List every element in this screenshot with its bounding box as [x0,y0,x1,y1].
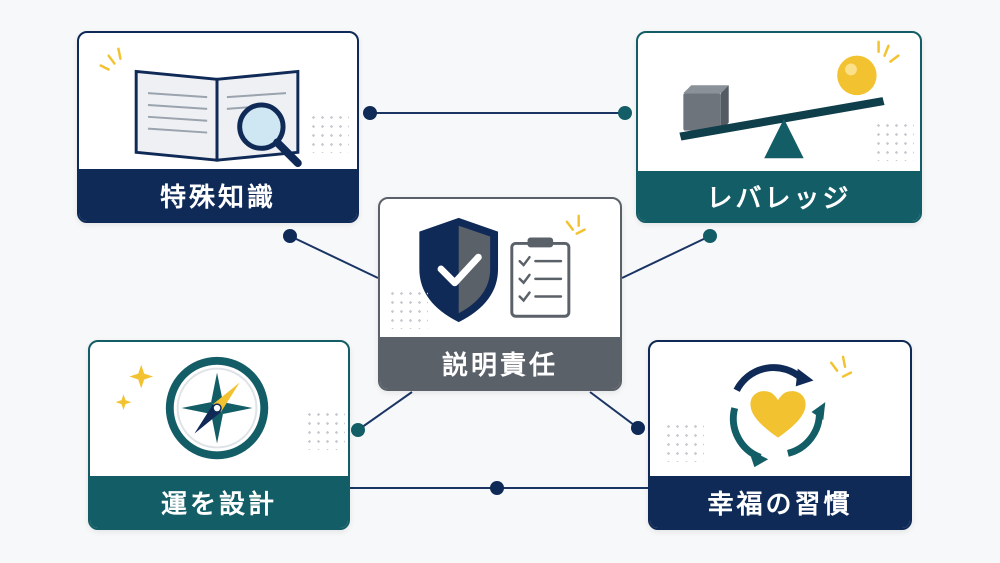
book-magnifier-icon [99,47,302,168]
connector-dot [351,423,365,437]
connector-dot [283,229,297,243]
decorative-dots [874,121,914,161]
connector-expertise-accountability [289,235,379,279]
seesaw-balance-icon [679,40,900,159]
connector-dot [363,106,377,120]
node-label: 幸福の習慣 [650,476,910,528]
connector-dot [703,229,717,243]
decorative-dots [388,289,428,329]
decorative-dots [305,410,345,450]
node-label: 特殊知識 [79,169,357,221]
node-accountability: 説明責任 [378,197,622,391]
node-label: 説明責任 [380,337,620,389]
node-label: レバレッジ [638,171,920,221]
connector-dot [618,106,632,120]
decorative-dots [664,422,704,462]
node-luck-design: 運を設計 [88,340,350,530]
connector-leverage-accountability [621,235,711,279]
node-expertise: 特殊知識 [77,31,359,223]
connector-habits-accountability [589,391,639,429]
compass-icon [115,356,269,460]
connector-dot [631,421,645,435]
node-label: 運を設計 [90,476,348,528]
connector-luck-accountability [357,391,413,431]
connector-dot [490,481,504,495]
heart-cycle-icon [729,355,853,468]
node-habits: 幸福の習慣 [648,340,912,530]
shield-checklist-icon [419,214,586,323]
decorative-dots [309,113,349,153]
node-leverage: レバレッジ [636,31,922,223]
